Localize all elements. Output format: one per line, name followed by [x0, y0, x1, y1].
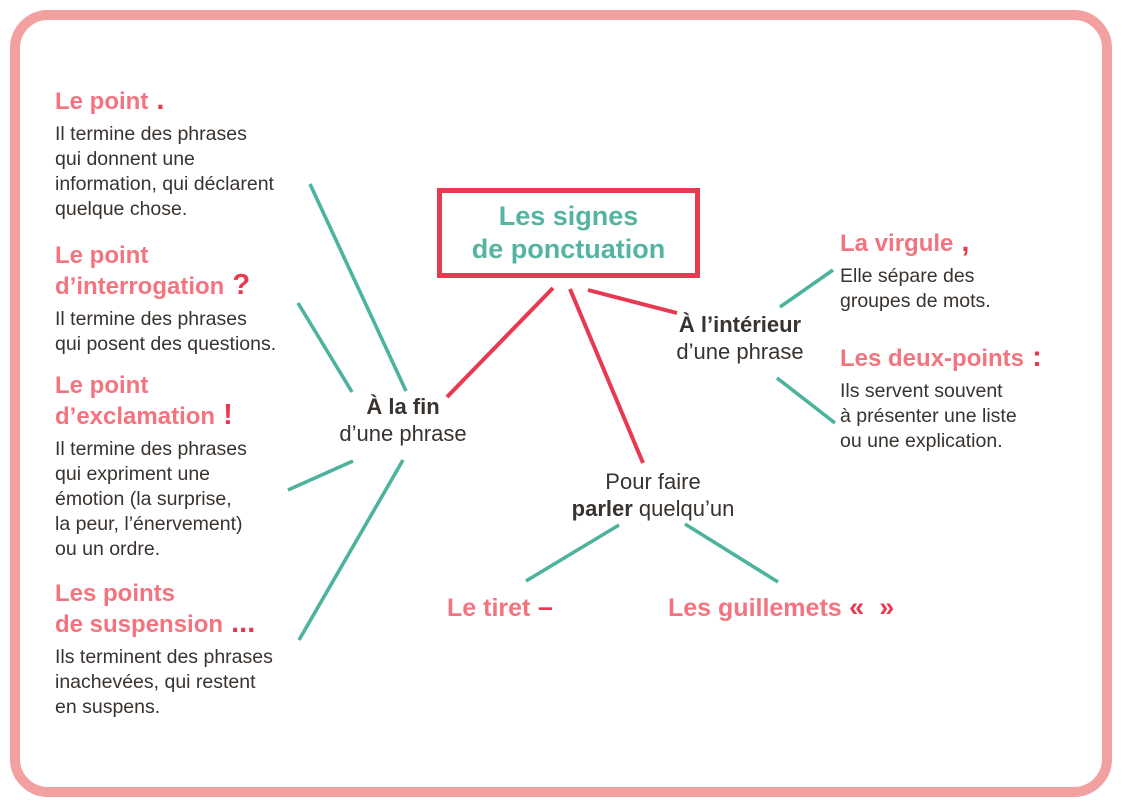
section-points-suspension: Les points de suspension ... Ils termine…: [55, 581, 325, 720]
section-virgule-body: Elle sépare des groupes de mots.: [840, 265, 991, 312]
leaf-le-tiret-label: Le tiret: [447, 594, 531, 622]
node-a-l-interieur: À l’intérieur d’une phrase: [655, 311, 825, 365]
section-point-exclamation: Le point d’exclamation ! Il termine des …: [55, 373, 315, 562]
section-deux-points-heading: Les deux-points: [840, 345, 1025, 372]
connector-title-to-interieur: [587, 288, 678, 315]
question-mark: ?: [224, 269, 251, 301]
connector-interieur-to-deuxpoints: [775, 376, 837, 425]
page-title: Les signes de ponctuation: [471, 201, 666, 264]
section-points-suspension-body: Ils terminent des phrases inachevées, qu…: [55, 646, 273, 718]
node-parler-bold-word: parler: [571, 496, 633, 521]
section-point-interrogation-heading-row: Le point d’interrogation ?: [55, 243, 315, 302]
section-point-exclamation-heading-row: Le point d’exclamation !: [55, 373, 315, 432]
connector-title-to-fin: [445, 286, 555, 399]
section-le-point: Le point . Il termine des phrases qui do…: [55, 84, 315, 222]
section-points-suspension-heading: Les points de suspension: [55, 580, 224, 638]
leaf-les-guillemets-label: Les guillemets: [668, 594, 842, 622]
node-parler-rest: quelqu’un: [632, 496, 735, 521]
colon-mark: :: [1024, 341, 1042, 373]
connector-parler-to-tiret: [525, 523, 620, 583]
section-virgule: La virgule , Elle sépare des groupes de …: [840, 226, 1080, 314]
ellipsis-mark: ...: [223, 607, 256, 639]
section-deux-points: Les deux-points : Ils servent souvent à …: [840, 341, 1090, 454]
connector-fin-to-exclamation: [287, 459, 354, 492]
connector-fin-to-interrogation: [296, 302, 354, 393]
connector-fin-to-suspension: [297, 459, 405, 641]
period-mark: .: [148, 84, 165, 116]
connector-interieur-to-virgule: [778, 268, 835, 309]
connector-title-to-parler: [568, 288, 645, 464]
node-a-la-fin: À la fin d’une phrase: [323, 393, 483, 447]
section-point-exclamation-heading: Le point d’exclamation: [55, 372, 216, 430]
section-point-exclamation-body: Il termine des phrases qui expriment une…: [55, 438, 247, 560]
node-a-la-fin-label: À la fin: [366, 394, 440, 419]
section-point-interrogation-heading: Le point d’interrogation: [55, 242, 225, 300]
section-point-interrogation: Le point d’interrogation ? Il termine de…: [55, 243, 315, 357]
leaf-le-tiret: Le tiret –: [447, 592, 553, 623]
section-points-suspension-heading-row: Les points de suspension ...: [55, 581, 325, 640]
title-box: Les signes de ponctuation: [437, 188, 700, 278]
exclamation-mark: !: [215, 399, 233, 431]
node-pour-faire-parler: Pour faire parler quelqu’un: [547, 468, 759, 522]
connector-parler-to-guillemets: [684, 522, 779, 584]
section-deux-points-body: Ils servent souvent à présenter une list…: [840, 380, 1017, 452]
section-le-point-heading: Le point: [55, 88, 149, 115]
node-a-l-interieur-sublabel: d’une phrase: [676, 339, 804, 364]
leaf-les-guillemets: Les guillemets « »: [668, 592, 894, 623]
section-le-point-body: Il termine des phrases qui donnent une i…: [55, 123, 274, 220]
guillemets-mark: « »: [841, 592, 895, 622]
node-parler-line2: parler quelqu’un: [547, 495, 759, 522]
section-point-interrogation-body: Il termine des phrases qui posent des qu…: [55, 308, 277, 355]
node-parler-line1: Pour faire: [605, 469, 701, 494]
dash-mark: –: [530, 592, 553, 622]
connector-fin-to-point: [308, 183, 408, 392]
section-le-point-heading-row: Le point .: [55, 84, 315, 117]
section-virgule-heading: La virgule: [840, 230, 954, 257]
node-a-la-fin-sublabel: d’une phrase: [339, 421, 467, 446]
node-a-l-interieur-label: À l’intérieur: [678, 312, 802, 337]
comma-mark: ,: [953, 226, 970, 258]
section-deux-points-heading-row: Les deux-points :: [840, 341, 1090, 374]
section-virgule-heading-row: La virgule ,: [840, 226, 1080, 259]
